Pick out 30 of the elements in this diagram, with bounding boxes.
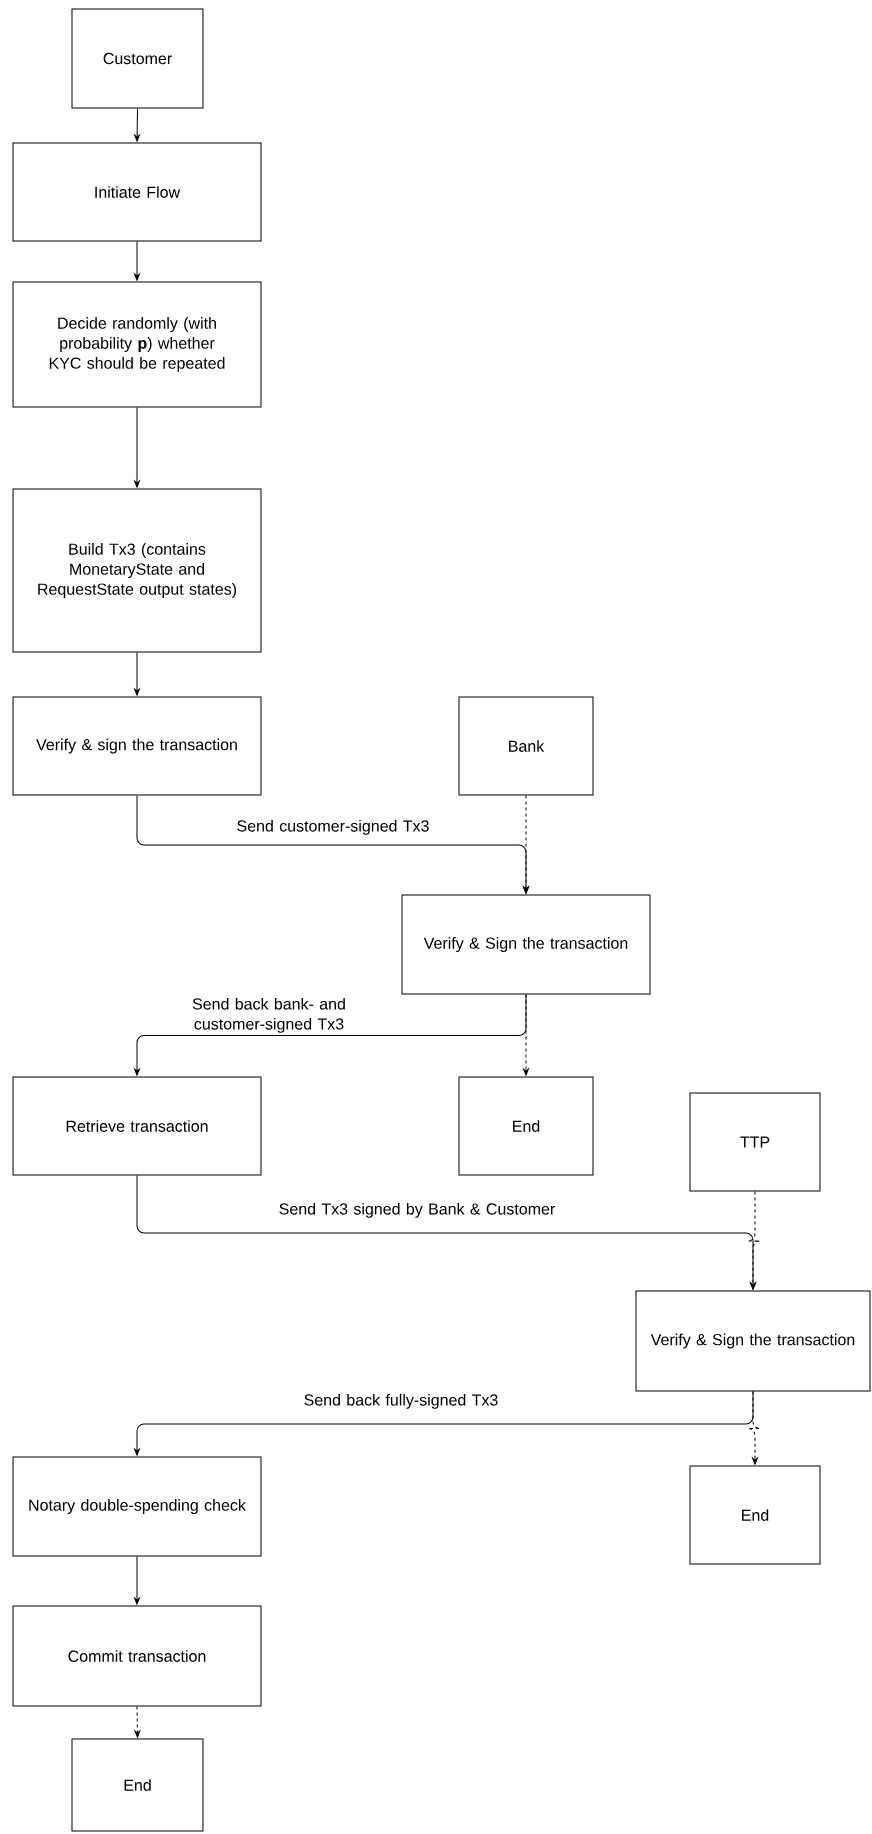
process-box: End [71,1738,204,1832]
process-box: Decide randomly (with probability p) whether KYC should be repeated [12,281,262,408]
arrow [134,1706,141,1738]
edge-label: Send customer-signed Tx3 [237,819,429,835]
arrow [134,1556,140,1605]
arrow [747,1391,761,1465]
arrow [747,1191,761,1290]
process-box: Customer [71,8,204,109]
arrow [523,994,529,1076]
process-box: Verify & sign the transaction [12,696,262,796]
edge-label: Send Tx3 signed by Bank & Customer [279,1202,555,1218]
process-box: Build Tx3 (contains MonetaryState and RequestState output states) [12,488,262,653]
arrow [134,241,140,281]
process-box: TTP [689,1092,821,1192]
process-box: End [689,1465,821,1565]
process-box: Notary double-spending check [12,1456,262,1557]
arrow [523,795,529,894]
process-box: Verify & Sign the transaction [401,894,651,995]
arrow [134,652,140,696]
process-box: Initiate Flow [12,142,262,242]
process-box: End [458,1076,594,1176]
process-box: Commit transaction [12,1605,262,1707]
arrow [134,407,140,488]
process-box: Retrieve transaction [12,1076,262,1176]
edge-label: Send back fully-signed Tx3 [304,1393,498,1409]
process-box: Bank [458,696,594,796]
arrow [134,1391,754,1456]
arrow [134,108,140,142]
process-box: Verify & Sign the transaction [635,1290,871,1392]
edge-label: Send back bank- and customer-signed Tx3 [192,997,345,1033]
